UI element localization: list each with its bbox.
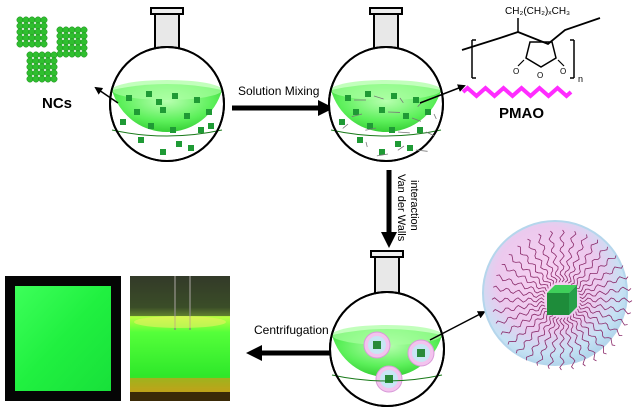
svg-text:O: O [537,71,543,80]
flask-3 [329,250,445,407]
micelle-small-2 [407,339,435,367]
pmao-label: PMAO [499,105,544,122]
micelle-sphere-icon [482,220,633,371]
pmao-structure-icon: O O O CH₂(CH₂)ₓCH₃ n [461,6,601,99]
solution-mixing-label: Solution Mixing [238,84,319,98]
centrifugation-label: Centrifugation [254,323,329,337]
micelle-small-1 [363,331,391,359]
nc-cube-center [547,285,577,315]
nanocrystal-cluster-icon [16,16,88,83]
svg-text:O: O [560,67,566,76]
nc-pointer-arrow [94,86,119,104]
vdw-label-2: interaction [408,180,420,231]
vial-photo [130,276,230,401]
polymer-n: n [578,74,583,84]
film-photo [5,276,121,401]
polymer-formula: CH₂(CH₂)ₓCH₃ [505,6,570,17]
pmao-pointer-arrow [419,84,466,104]
flask-2 [328,7,444,162]
micelle-pointer-arrow [429,311,486,341]
flask-1 [109,7,225,162]
ncs-label: NCs [42,95,72,112]
vdw-label-1: Van der Walls [395,174,407,242]
micelle-small-3 [375,365,403,393]
svg-text:O: O [513,67,519,76]
